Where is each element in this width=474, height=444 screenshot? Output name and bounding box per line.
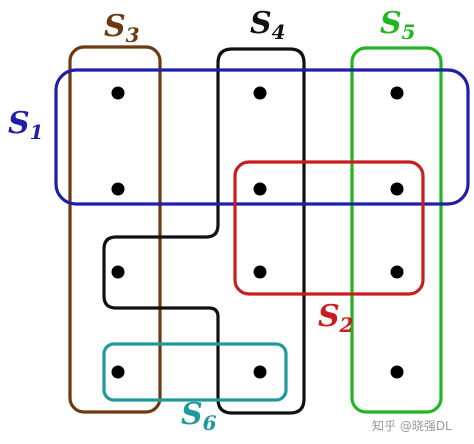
set-s1-outline	[54, 68, 470, 206]
set-s4-outline	[102, 47, 306, 415]
set-s1-label: S1	[8, 106, 44, 144]
watermark-text: 知乎 @晓强DL	[372, 419, 452, 433]
point	[253, 365, 267, 379]
set-s6-label: S6	[181, 397, 217, 435]
set-s1-index: 1	[30, 120, 44, 144]
set-s4-label: S4	[250, 6, 286, 44]
set-s4-index: 4	[272, 20, 286, 44]
set-s5-outline	[350, 46, 443, 414]
set-s6-index: 6	[203, 411, 217, 435]
set-s3-label: S3	[104, 9, 140, 47]
points-group	[111, 86, 404, 379]
set-s2-outline	[233, 160, 425, 296]
set-s5-letter: S	[380, 6, 402, 41]
point	[111, 86, 125, 100]
set-s4-letter: S	[250, 6, 272, 41]
set-s6-letter: S	[181, 397, 203, 432]
set-s3-index: 3	[126, 23, 140, 47]
point	[253, 265, 267, 279]
point	[390, 265, 404, 279]
point	[390, 182, 404, 196]
set-s2-letter: S	[318, 299, 340, 334]
set-s3-letter: S	[104, 9, 126, 44]
point	[111, 182, 125, 196]
set-s1-letter: S	[8, 106, 30, 141]
point	[390, 365, 404, 379]
set-s2-label: S2	[318, 299, 354, 337]
point	[253, 182, 267, 196]
set-s2-index: 2	[339, 313, 354, 337]
set-s5-index: 5	[402, 20, 416, 44]
point	[253, 86, 267, 100]
point	[111, 365, 125, 379]
set-s6-outline	[102, 342, 288, 402]
point	[111, 265, 125, 279]
set-s5-label: S5	[380, 6, 416, 44]
set-s3-outline	[68, 45, 162, 414]
point	[390, 86, 404, 100]
